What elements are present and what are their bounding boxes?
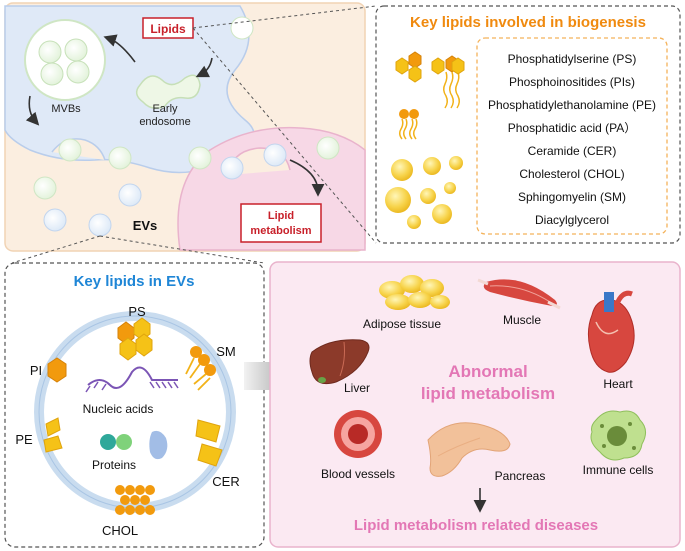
biogenesis-item: Sphingomyelin (SM): [518, 190, 626, 204]
biogenesis-panel: Key lipids involved in biogenesis Phosph…: [375, 5, 681, 244]
ev-vesicle: [108, 146, 132, 170]
protein-icon: [149, 430, 168, 460]
protein-icon: [116, 434, 132, 450]
ps-molecule-icon: [395, 51, 422, 83]
pi-label: PI: [30, 363, 42, 378]
biogenesis-list: Phosphatidylserine (PS) Phosphoinositide…: [488, 52, 656, 227]
ev-vesicle: [43, 208, 67, 232]
early-endosome-icon: [135, 74, 201, 109]
cer-lipid-icon: [195, 419, 223, 467]
pe-label: PE: [15, 432, 33, 447]
ev-vesicle: [230, 16, 254, 40]
ev-vesicle: [33, 176, 57, 200]
adipose-label: Adipose tissue: [363, 317, 441, 331]
intraluminal-vesicle: [40, 62, 64, 86]
pi-lipid-icon: [47, 357, 67, 383]
abnormal-label-1: Abnormal: [448, 362, 527, 381]
blood-vessel-icon: [334, 410, 382, 458]
connector-line: [99, 235, 265, 264]
evs-label: EVs: [133, 218, 158, 233]
biogenesis-list-frame: [476, 37, 668, 235]
ev-vesicle: [118, 183, 142, 207]
arrow-icon: [25, 95, 40, 126]
muscle-label: Muscle: [503, 313, 541, 327]
ps-label: PS: [128, 304, 146, 319]
adipose-tissue-icon: [379, 275, 450, 310]
abnormal-label-2: lipid metabolism: [421, 384, 555, 403]
biogenesis-item: Phosphatidic acid (PA）: [508, 121, 637, 135]
biogenesis-item: Cholesterol (CHOL): [519, 167, 624, 181]
biogenesis-item: Ceramide (CER): [528, 144, 617, 158]
heart-label: Heart: [603, 377, 633, 391]
sm-lipid-icon: [185, 346, 216, 391]
ev-vesicle: [220, 156, 244, 180]
mvb-icon: [24, 19, 106, 101]
pancreas-icon: [427, 422, 511, 477]
early-endosome-label-1: Early: [152, 103, 178, 115]
lipid-droplets-icon: [385, 156, 463, 229]
lipid-metabolism-box: [240, 203, 322, 243]
muscle-icon: [477, 278, 561, 310]
biogenesis-title: Key lipids involved in biogenesis: [410, 14, 646, 31]
ev-vesicle: [88, 213, 112, 237]
lipid-metabolism-label-2: metabolism: [250, 225, 311, 237]
chol-lipid-icon: [115, 485, 155, 515]
ev-vesicle: [263, 143, 287, 167]
mvbs-label: MVBs: [51, 103, 81, 115]
phospholipid-icon: [398, 109, 419, 140]
cer-label: CER: [212, 474, 239, 489]
sm-label: SM: [216, 344, 236, 359]
liver-icon: [309, 339, 370, 385]
nucleic-acids-label: Nucleic acids: [83, 402, 154, 416]
biogenesis-item: Phosphatidylserine (PS): [508, 52, 637, 66]
ev-membrane-outline: [38, 315, 232, 509]
cell-schematic: Lipids MVBs Early endosome EVs Lipid met…: [4, 2, 366, 252]
intraluminal-vesicle: [64, 38, 88, 62]
nucleic-acid-icon: [85, 366, 179, 393]
intraluminal-vesicle: [66, 60, 90, 84]
diseases-label: Lipid metabolism related diseases: [354, 517, 598, 534]
evs-panel: Key lipids in EVs PS PI SM: [4, 262, 265, 548]
evs-panel-title: Key lipids in EVs: [74, 273, 195, 290]
connector-line: [192, 5, 377, 29]
biogenesis-item: Phosphoinositides (PIs): [509, 75, 635, 89]
early-endosome-label-2: endosome: [139, 116, 190, 128]
intraluminal-vesicle: [38, 40, 62, 64]
arrow-icon: [103, 34, 136, 63]
arrow-icon: [289, 159, 325, 197]
biogenesis-item: Diacylglycerol: [535, 213, 609, 227]
blood-vessels-label: Blood vessels: [321, 467, 395, 481]
immune-cell-icon: [590, 410, 646, 461]
proteins-label: Proteins: [92, 458, 136, 472]
pe-lipid-icon: [43, 417, 63, 453]
lipids-label: Lipids: [150, 22, 186, 36]
metabolism-panel: Adipose tissue Muscle Heart Liver Abnorm…: [269, 261, 681, 548]
connector-line: [192, 27, 377, 244]
immune-cells-label: Immune cells: [583, 463, 654, 477]
ev-vesicle: [58, 138, 82, 162]
ps-lipid-icon: [117, 317, 153, 361]
liver-label: Liver: [344, 381, 370, 395]
lipid-metabolism-label-1: Lipid: [268, 210, 294, 222]
heart-icon: [587, 290, 635, 373]
ev-vesicle: [316, 136, 340, 160]
pi-molecule-icon: [431, 55, 465, 109]
protein-icon: [100, 434, 116, 450]
biogenesis-item: Phosphatidylethanolamine (PE): [488, 98, 656, 112]
ev-vesicle: [188, 146, 212, 170]
arrow-icon: [195, 57, 213, 78]
pancreas-label: Pancreas: [495, 469, 546, 483]
chol-label: CHOL: [102, 523, 138, 538]
metabolism-frame: [269, 261, 681, 548]
